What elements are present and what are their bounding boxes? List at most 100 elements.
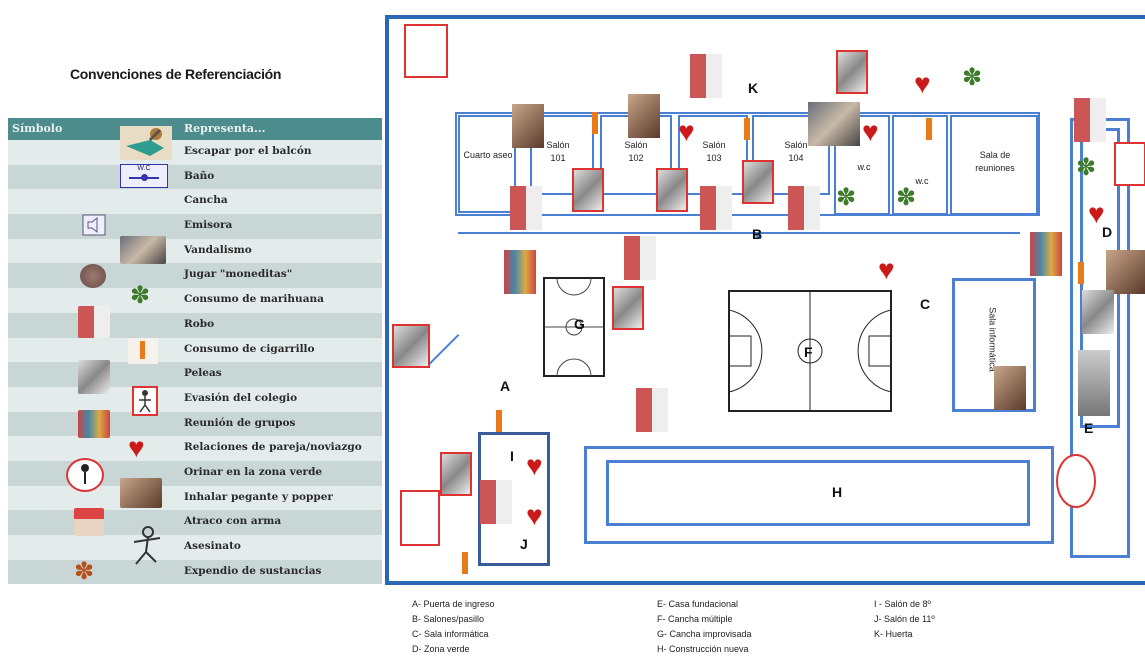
legend-row-label: Consumo de cigarrillo [184,342,315,355]
inhalant-photo-icon [1106,250,1145,294]
cigarette-icon [592,112,598,134]
legend-row-label: Escapar por el balcón [184,145,312,157]
cigarette-icon [496,410,502,432]
fight-cloud-icon [742,160,774,204]
legend-row-label: Jugar "moneditas" [184,268,293,281]
legend-row-label: Cancha [184,194,228,207]
heart-icon: ♥ [862,116,879,147]
legend-row-label: Reunión de grupos [184,416,296,429]
legend-row: Escapar por el balcón [8,140,382,165]
footnote-item: A- Puerta de ingreso [412,599,495,609]
marijuana-leaf-icon: ✽ [836,184,857,211]
fight-cloud-icon [656,168,688,212]
inhalant-photo-icon [628,94,660,138]
legend-row: Emisora [8,214,382,239]
legend-row-label: Baño [184,169,215,182]
room-wc-1-label: w.c [857,162,871,172]
room-sala-reuniones: Sala de reuniones [950,115,1038,215]
legend-row-label: Expendio de sustancias [184,564,322,577]
speaker-icon [82,214,106,236]
corridor-arrow-icon: ◄ [750,226,764,242]
robbery-figures-icon [636,388,668,432]
room-salon-102: Salón 102 [600,115,672,195]
robbery-figures-icon [510,186,542,230]
evasion-figure-icon [132,386,158,416]
legend-row: Asesinato [8,535,382,560]
fight-cloud-icon [440,452,472,496]
heart-icon: ♥ [914,68,931,99]
building-illustration-icon [1078,350,1110,416]
zone-label-c: C [920,296,931,312]
heart-icon: ♥ [526,450,543,481]
footnote-item: E- Casa fundacional [657,599,739,609]
footnote-item: I - Salón de 8º [874,599,931,609]
inhalant-photo-icon [994,366,1026,410]
group-meeting-icon [78,410,110,438]
legend-row-label: Orinar en la zona verde [184,465,323,478]
fight-cloud-icon [572,168,604,212]
corridor-line [458,232,1020,234]
legend-row-label: Emisora [184,219,233,232]
footnote-item: G- Cancha improvisada [657,629,752,639]
cigarette-icon [1078,262,1084,284]
drug-dealing-icon: ✽ [74,558,95,585]
legend-row: Reunión de grupos [8,411,382,437]
fight-cloud-icon [392,324,430,368]
zone-label-e: E [1084,420,1094,436]
legend-row: Consumo de cigarrillo [8,337,382,363]
footnote-item: B- Salones/pasillo [412,614,485,624]
fight-cloud-icon [836,50,868,94]
evasion-figure-icon [1114,142,1145,186]
map-frame [385,15,1145,585]
bathroom-sign-text: W.C [137,165,151,172]
robbery-figures-icon [480,480,512,524]
legend-row-label: Evasión del colegio [184,391,298,404]
zone-label-h: H [832,484,843,500]
legend-row-label: Peleas [184,367,222,380]
coin-icon [80,264,106,288]
legend-title: Convenciones de Referenciación [70,66,282,82]
court-f [728,290,892,412]
marijuana-leaf-icon: ✽ [130,282,151,309]
room-salon-103: Salón 103 [678,115,748,195]
zone-label-i: I [510,448,514,464]
urinate-figure-icon [1056,454,1096,508]
heart-icon: ♥ [526,500,543,531]
cigarette-icon [926,118,932,140]
marijuana-leaf-icon: ✽ [1076,154,1097,181]
legend-row-label: Atraco con arma [184,515,282,528]
room-salon-104-label: Salón 104 [784,140,808,163]
building-i-j [478,432,550,566]
room-cuarto-aseo-label: Cuarto aseo [463,150,513,160]
vandalism-photo-icon [808,102,860,146]
legend-row: Atraco con arma [8,510,382,535]
legend-row-label: Robo [184,317,215,330]
zone-label-b: B [752,226,763,242]
cigarette-icon [462,552,468,574]
legend-row: Jugar "moneditas" [8,263,382,289]
footnote-item: C- Sala informática [412,629,489,639]
zone-label-a: A [500,378,511,394]
evasion-figure-icon [404,24,448,78]
footnote-item: J- Salón de 11º [874,614,935,624]
heart-icon: ♥ [1088,198,1105,229]
construction-inner [606,460,1030,526]
armed-robbery-icon [74,508,104,536]
cigarette-icon [744,118,750,140]
footnote-item: K- Huerta [874,629,913,639]
zone-label-g: G [574,316,585,332]
zone-label-d: D [1102,224,1113,240]
legend-row-label: Inhalar pegante y popper [184,490,333,503]
legend-row-label: Vandalismo [184,243,252,256]
robbery-figures-icon [788,186,820,230]
escape-figure-icon [120,126,172,160]
robbery-figures-icon [1074,98,1106,142]
fight-cloud-icon [78,360,110,394]
murder-figure-icon [133,526,161,565]
room-sala-reuniones-label: Sala de reuniones [975,150,1015,173]
robbery-figures-icon [700,186,732,230]
legend-row: Relaciones de pareja/noviazgo [8,436,382,461]
legend-row: Cancha [8,189,382,215]
legend-row: Peleas [8,362,382,387]
court-g [543,277,605,377]
